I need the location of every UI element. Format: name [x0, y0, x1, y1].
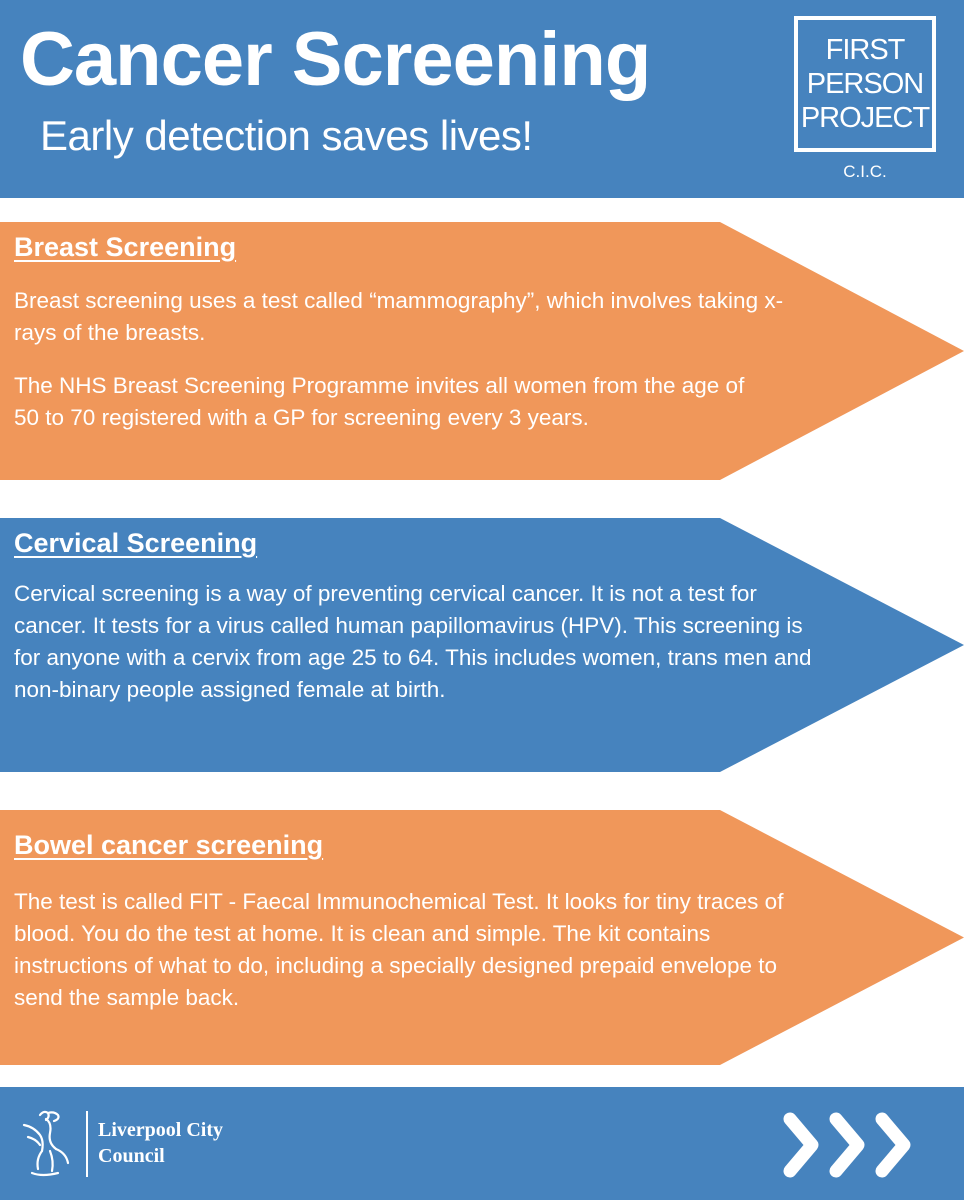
footer-banner: Liverpool City Council [0, 1087, 964, 1200]
triple-chevron-right-icon [783, 1112, 911, 1178]
breast-screening-panel: Breast Screening Breast screening uses a… [0, 222, 964, 480]
logo-line-project: PROJECT [800, 102, 930, 134]
breast-paragraph-2: The NHS Breast Screening Programme invit… [14, 373, 745, 430]
logo-cic-label: C.I.C. [843, 162, 887, 181]
logo-line-first: FIRST [825, 34, 906, 66]
cervical-screening-panel: Cervical Screening Cervical screening is… [0, 518, 964, 772]
cervical-paragraph: Cervical screening is a way of preventin… [14, 581, 812, 702]
page-subtitle: Early detection saves lives! [40, 112, 533, 159]
logo-line-person: PERSON [806, 68, 924, 100]
breast-paragraph-1: Breast screening uses a test called “mam… [14, 288, 784, 345]
liver-bird-icon [22, 1110, 70, 1177]
first-person-project-logo: FIRST PERSON PROJECT [794, 16, 936, 152]
council-name: Liverpool City Council [98, 1119, 223, 1167]
bowel-paragraph: The test is called FIT - Faecal Immunoch… [14, 889, 784, 1010]
section-heading-bowel: Bowel cancer screening [14, 830, 324, 860]
section-heading-breast: Breast Screening [14, 232, 237, 262]
page-title: Cancer Screening [20, 17, 651, 102]
header-banner: Cancer Screening Early detection saves l… [0, 0, 964, 198]
section-heading-cervical: Cervical Screening [14, 528, 258, 558]
footer-divider [86, 1111, 88, 1177]
bowel-screening-panel: Bowel cancer screening The test is calle… [0, 810, 964, 1065]
